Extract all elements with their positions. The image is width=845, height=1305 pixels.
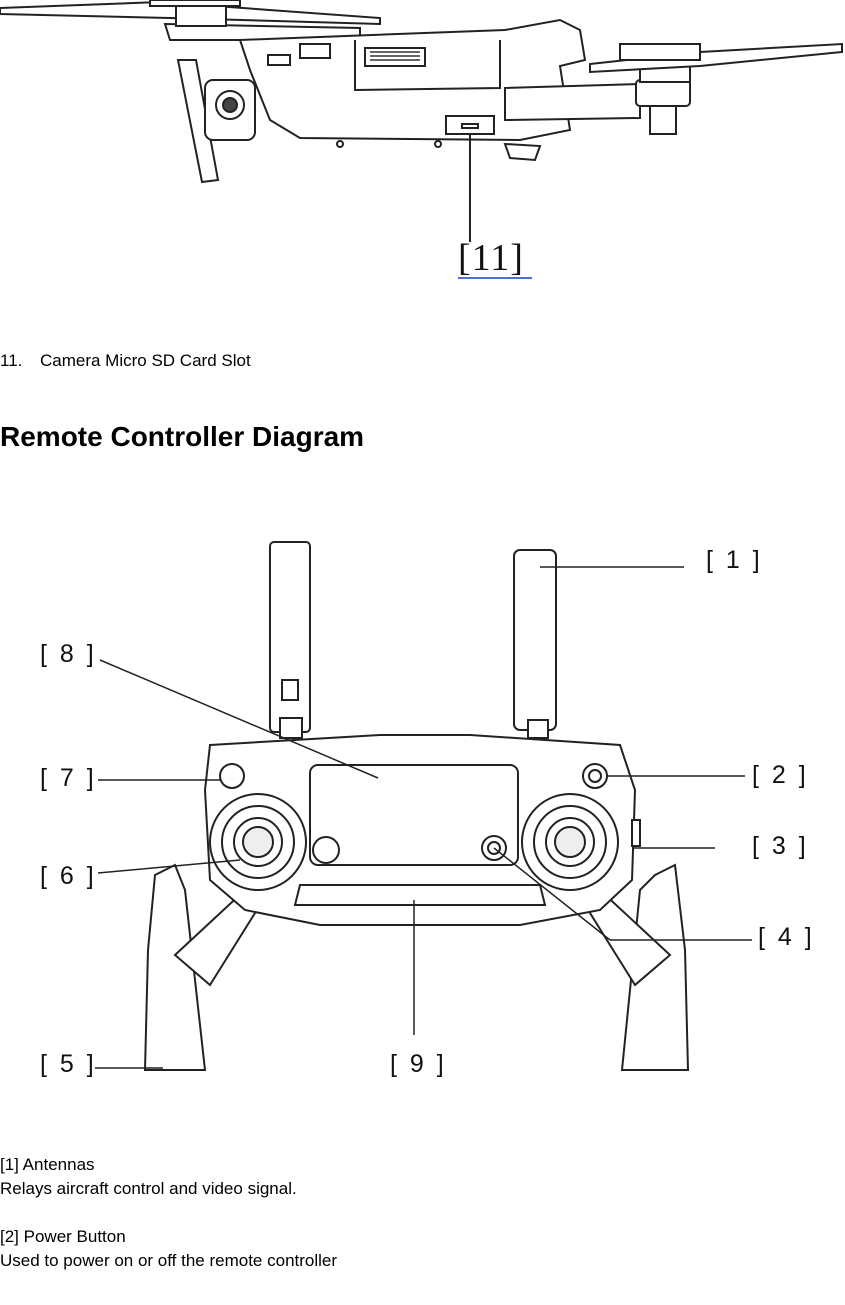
description-title: [2] Power Button [0, 1227, 126, 1246]
rc-callout-2: [ 2 ] [752, 761, 809, 789]
drone-side-view-drawing [0, 0, 843, 242]
spacer [0, 1201, 845, 1225]
rc-callout-6: [ 6 ] [40, 862, 97, 890]
remote-controller-drawing [95, 541, 752, 1071]
callout-underline [458, 277, 532, 279]
drone-callout-label: [11] [458, 237, 524, 279]
caption-text: Camera Micro SD Card Slot [40, 351, 251, 370]
remote-controller-diagram: [ 1 ] [ 2 ] [ 3 ] [ 4 ] [ 5 ] [ 6 ] [ 7 … [0, 530, 845, 1090]
rc-callout-4: [ 4 ] [758, 923, 815, 951]
section-heading: Remote Controller Diagram [0, 421, 365, 452]
rc-callout-3: [ 3 ] [752, 832, 809, 860]
caption-number: 11. [0, 351, 23, 370]
rc-callout-9: [ 9 ] [390, 1050, 447, 1078]
rc-callout-7: [ 7 ] [40, 764, 97, 792]
description-title: [1] Antennas [0, 1155, 95, 1174]
description-text: Relays aircraft control and video signal… [0, 1179, 297, 1198]
description-item-antennas: [1] Antennas Relays aircraft control and… [0, 1153, 845, 1201]
description-item-power-button: [2] Power Button Used to power on or off… [0, 1225, 845, 1273]
rc-callout-5: [ 5 ] [40, 1050, 97, 1078]
description-text: Used to power on or off the remote contr… [0, 1251, 338, 1270]
drone-illustration: [11] [0, 0, 845, 290]
rc-callout-1: [ 1 ] [706, 546, 763, 574]
drone-caption: 11. Camera Micro SD Card Slot [0, 351, 251, 371]
description-list: [1] Antennas Relays aircraft control and… [0, 1153, 845, 1273]
rc-callout-8: [ 8 ] [40, 640, 97, 668]
